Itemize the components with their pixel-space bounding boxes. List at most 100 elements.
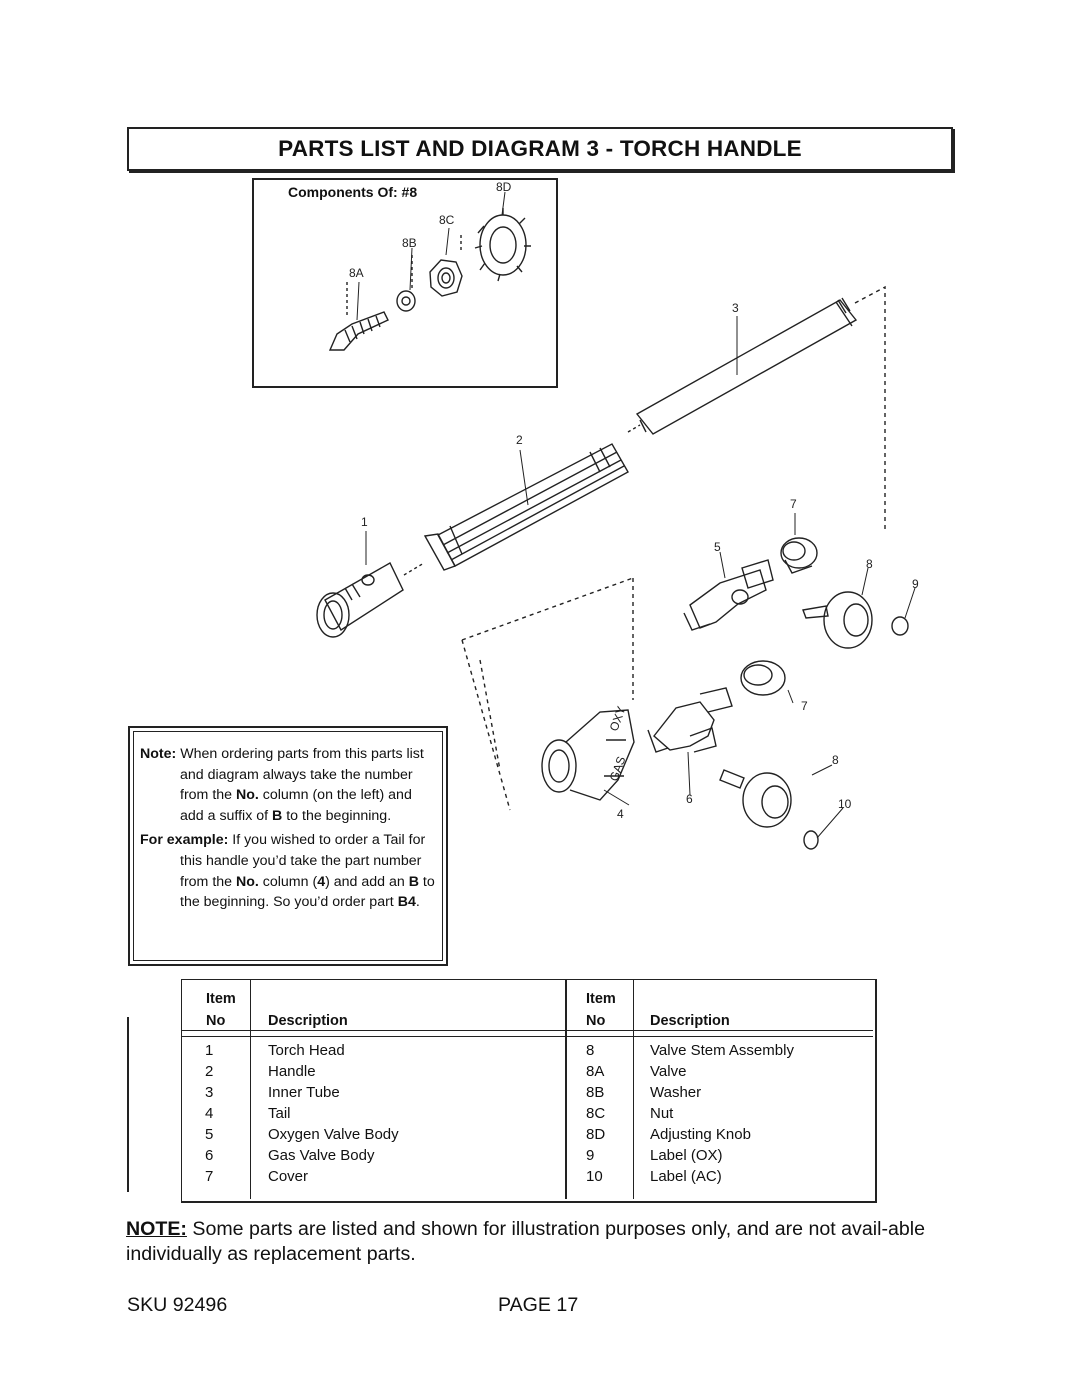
callout-4: 4 bbox=[617, 807, 624, 821]
col-divider-mid bbox=[565, 980, 567, 1199]
order-note-paragraph: Note: When ordering parts from this part… bbox=[140, 744, 436, 826]
callout-3: 3 bbox=[732, 301, 739, 315]
header-item-left: Item bbox=[206, 991, 236, 1007]
title-box: PARTS LIST AND DIAGRAM 3 - TORCH HANDLE bbox=[127, 127, 953, 171]
table-cell-description: Nut bbox=[650, 1105, 674, 1122]
table-cell-no: 9 bbox=[586, 1147, 595, 1164]
callout-5: 5 bbox=[714, 540, 721, 554]
col-divider-1 bbox=[250, 980, 251, 1199]
example-text-4: to the beginning. So you’d order part bbox=[180, 873, 435, 911]
order-note-inner: Note: When ordering parts from this part… bbox=[133, 731, 443, 961]
table-cell-no: 8 bbox=[586, 1042, 595, 1059]
callout-8a: 8A bbox=[349, 266, 364, 280]
table-cell-no: 2 bbox=[205, 1063, 214, 1080]
note-text-1: When ordering parts from this parts list… bbox=[176, 746, 424, 804]
table-cell-description: Label (OX) bbox=[650, 1147, 723, 1164]
nut-8c-part bbox=[429, 259, 463, 297]
header-no-right: No bbox=[586, 1013, 606, 1029]
callout-7a: 7 bbox=[790, 497, 797, 511]
bottom-note: NOTE: Some parts are listed and shown fo… bbox=[126, 1217, 956, 1267]
page-title: PARTS LIST AND DIAGRAM 3 - TORCH HANDLE bbox=[278, 136, 802, 161]
header-item-right: Item bbox=[586, 991, 616, 1007]
note-label: Note: bbox=[140, 746, 177, 762]
table-cell-description: Torch Head bbox=[268, 1042, 345, 1059]
example-text-5: . bbox=[415, 894, 420, 911]
valve-8a-part bbox=[328, 311, 389, 351]
table-cell-no: 7 bbox=[205, 1168, 214, 1185]
table-cell-no: 10 bbox=[586, 1168, 603, 1185]
handle-2-part bbox=[423, 443, 629, 571]
example-text-2: column ( bbox=[258, 873, 318, 890]
page-number: PAGE 17 bbox=[498, 1294, 579, 1316]
callout-9: 9 bbox=[912, 577, 919, 591]
table-cell-description: Inner Tube bbox=[268, 1084, 340, 1101]
table-cell-description: Valve bbox=[650, 1063, 687, 1080]
callout-10: 10 bbox=[838, 797, 852, 811]
label-ox-9-part bbox=[891, 616, 909, 636]
example-b-2: B bbox=[408, 873, 419, 890]
torch-head-1-part bbox=[316, 562, 404, 638]
table-cell-description: Handle bbox=[268, 1063, 316, 1080]
cover-7a-part bbox=[780, 537, 818, 574]
col-divider-3 bbox=[633, 980, 634, 1199]
callout-6: 6 bbox=[686, 792, 693, 806]
components-label: Components Of: #8 bbox=[288, 184, 418, 200]
order-note-box: Note: When ordering parts from this part… bbox=[128, 726, 448, 966]
bottom-note-label: NOTE: bbox=[126, 1218, 187, 1240]
example-label: For example: bbox=[140, 832, 229, 849]
table-cell-no: 8A bbox=[586, 1063, 605, 1080]
table-cell-description: Washer bbox=[650, 1084, 702, 1101]
header-no-left: No bbox=[206, 1013, 226, 1029]
table-cell-no: 8D bbox=[586, 1126, 606, 1143]
callout-1: 1 bbox=[361, 515, 368, 529]
callout-8b-knob: 8 bbox=[832, 753, 839, 767]
valve-knob-8a-part bbox=[802, 591, 873, 649]
table-cell-no: 6 bbox=[205, 1147, 214, 1164]
note-b-1: B bbox=[272, 807, 283, 824]
table-cell-description: Tail bbox=[268, 1105, 291, 1122]
callout-7b: 7 bbox=[801, 699, 808, 713]
table-cell-description: Valve Stem Assembly bbox=[650, 1042, 794, 1059]
example-no-2: No. bbox=[235, 873, 259, 890]
table-cell-no: 1 bbox=[205, 1042, 214, 1059]
table-cell-description: Cover bbox=[268, 1168, 309, 1185]
callout-8c: 8C bbox=[439, 213, 455, 227]
table-cell-description: Adjusting Knob bbox=[650, 1126, 751, 1143]
gas-valve-body-6-part bbox=[647, 687, 733, 753]
example-text-3: ) and add an bbox=[325, 873, 409, 890]
callout-2: 2 bbox=[516, 433, 523, 447]
callout-8d: 8D bbox=[496, 180, 512, 194]
oxygen-valve-body-5-part bbox=[683, 559, 774, 631]
table-cell-no: 4 bbox=[205, 1105, 214, 1122]
sku-footer: SKU 92496 bbox=[127, 1294, 228, 1316]
bottom-note-text: Some parts are listed and shown for illu… bbox=[126, 1218, 926, 1265]
adjusting-knob-8d-part bbox=[474, 208, 531, 282]
callout-8b: 8B bbox=[402, 236, 417, 250]
table-cell-no: 5 bbox=[205, 1126, 214, 1143]
example-text-1: If you wished to order a Tail for this h… bbox=[180, 832, 426, 890]
callout-8a-knob: 8 bbox=[866, 557, 873, 571]
table-cell-no: 3 bbox=[205, 1084, 214, 1101]
tail-4-part bbox=[541, 709, 635, 801]
cover-7b-part bbox=[740, 660, 786, 696]
header-rule-1 bbox=[182, 1030, 873, 1031]
header-description-right: Description bbox=[650, 1013, 730, 1029]
table-cell-no: 8B bbox=[586, 1084, 605, 1101]
label-ac-10-part bbox=[803, 830, 819, 850]
oxy-marking: OXY bbox=[607, 704, 629, 733]
components-inset: Components Of: #8 bbox=[252, 178, 558, 388]
header-rule-2 bbox=[182, 1036, 873, 1037]
note-no-1: No. bbox=[235, 787, 259, 804]
table-cell-description: Oxygen Valve Body bbox=[268, 1126, 399, 1143]
table-cell-description: Label (AC) bbox=[650, 1168, 722, 1185]
example-paragraph: For example: If you wished to order a Ta… bbox=[140, 830, 436, 912]
inner-tube-3-part bbox=[635, 297, 858, 435]
table-cell-description: Gas Valve Body bbox=[268, 1147, 375, 1164]
valve-knob-8b-part bbox=[719, 769, 792, 828]
gas-marking: GAS bbox=[607, 754, 629, 783]
example-num-4: 4 bbox=[317, 873, 326, 890]
example-b4: B4 bbox=[397, 894, 416, 911]
table-cell-no: 8C bbox=[586, 1105, 606, 1122]
parts-table: Item No Description Item No Description … bbox=[181, 979, 877, 1203]
